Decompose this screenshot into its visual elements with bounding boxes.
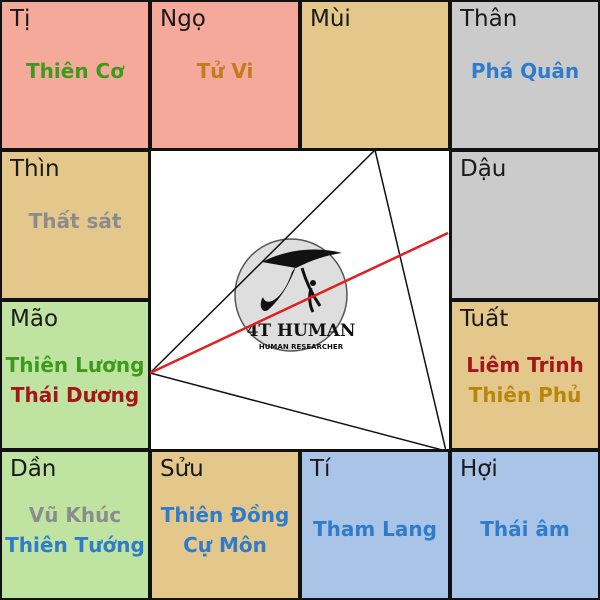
logo-brand: 4T HUMAN xyxy=(247,321,356,341)
star-name: Phá Quân xyxy=(470,59,580,83)
star-name: Thiên Đồng xyxy=(160,503,290,527)
logo-circle xyxy=(234,238,348,352)
star-name: Tham Lang xyxy=(313,517,437,541)
palace-branch-label: Tị xyxy=(10,6,31,32)
palace-stars: Thiên Lương Thái Dương xyxy=(0,350,152,410)
logo-figure-icon xyxy=(260,249,342,313)
palace-branch-label: Dần xyxy=(10,456,57,482)
logo-tagline: HUMAN RESEARCHER xyxy=(259,343,344,351)
star-name: Tử Vi xyxy=(196,59,254,83)
palace-thin: Thìn Thất sát xyxy=(0,150,150,300)
star-name: Thất sát xyxy=(28,209,122,233)
palace-branch-label: Mùi xyxy=(310,6,351,32)
star-name: Vũ Khúc xyxy=(28,503,122,527)
star-name: Thái âm xyxy=(480,517,570,541)
palace-hoi: Hợi Thái âm xyxy=(450,450,600,600)
direction-line xyxy=(149,231,449,375)
palace-branch-label: Thìn xyxy=(10,156,60,182)
palace-than: Thân Phá Quân xyxy=(450,0,600,150)
star-name: Thái Dương xyxy=(10,383,140,407)
palace-stars: Liêm Trinh Thiên Phủ xyxy=(448,350,600,410)
palace-branch-label: Thân xyxy=(460,6,518,32)
palace-stars: Tử Vi xyxy=(148,56,302,86)
palace-stars: Thất sát xyxy=(0,206,152,236)
star-name: Cự Môn xyxy=(183,533,267,557)
triangle-line xyxy=(148,148,448,453)
palace-stars: Vũ Khúc Thiên Tướng xyxy=(0,500,152,560)
star-name: Thiên Lương xyxy=(5,353,145,377)
palace-mao: Mão Thiên Lương Thái Dương xyxy=(0,300,150,450)
star-name: Thiên Tướng xyxy=(5,533,145,557)
palace-ti: Tị Thiên Cơ xyxy=(0,0,150,150)
palace-ngo: Ngọ Tử Vi xyxy=(150,0,300,150)
star-name: Thiên Cơ xyxy=(26,59,124,83)
star-name: Thiên Phủ xyxy=(468,383,582,407)
palace-branch-label: Ngọ xyxy=(160,6,206,32)
palace-branch-label: Mão xyxy=(10,306,59,332)
palace-branch-label: Tí xyxy=(310,456,331,482)
palace-branch-label: Dậu xyxy=(460,156,507,182)
palace-stars: Tham Lang xyxy=(298,514,452,544)
palace-stars: Thiên Đồng Cự Môn xyxy=(148,500,302,560)
palace-stars: Phá Quân xyxy=(448,56,600,86)
palace-ty: Tí Tham Lang xyxy=(300,450,450,600)
palace-stars: Thiên Cơ xyxy=(0,56,152,86)
palace-branch-label: Tuất xyxy=(460,306,509,332)
palace-tuat: Tuất Liêm Trinh Thiên Phủ xyxy=(450,300,600,450)
palace-dan: Dần Vũ Khúc Thiên Tướng xyxy=(0,450,150,600)
palace-branch-label: Hợi xyxy=(460,456,498,482)
palace-suu: Sửu Thiên Đồng Cự Môn xyxy=(150,450,300,600)
palace-dau: Dậu xyxy=(450,150,600,300)
star-name: Liêm Trinh xyxy=(466,353,584,377)
palace-stars: Thái âm xyxy=(448,514,600,544)
palace-branch-label: Sửu xyxy=(160,456,204,482)
logo: 4T HUMAN HUMAN RESEARCHER xyxy=(234,238,356,352)
center-panel xyxy=(149,149,451,451)
